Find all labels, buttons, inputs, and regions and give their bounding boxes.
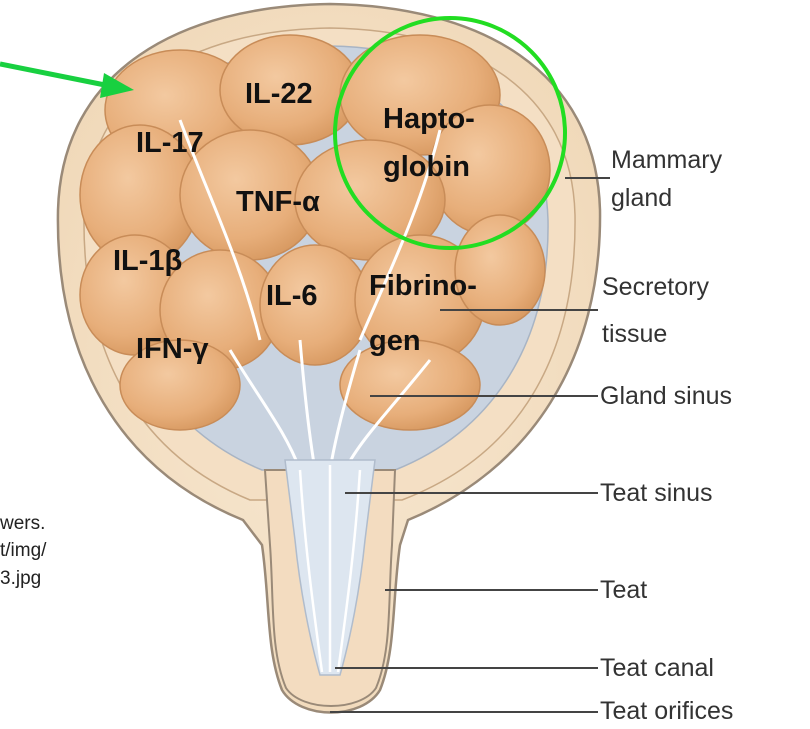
- label-teat-canal: Teat canal: [600, 654, 714, 682]
- label-gland-sinus: Gland sinus: [600, 382, 732, 410]
- marker-haptoglobin-line2: globin: [383, 151, 470, 183]
- label-teat: Teat: [600, 576, 647, 604]
- source-line-3: 3.jpg: [0, 568, 41, 589]
- pointer-arrow: [0, 64, 134, 98]
- label-mammary-gland-line1: Mammary: [611, 146, 723, 174]
- label-teat-sinus: Teat sinus: [600, 479, 713, 507]
- marker-il22: IL-22: [245, 78, 313, 110]
- source-line-1: wers.: [0, 513, 45, 534]
- marker-haptoglobin-line1: Hapto-: [383, 103, 475, 135]
- marker-tnfa: TNF-α: [236, 186, 320, 218]
- marker-fibrinogen-line2: gen: [369, 325, 421, 357]
- marker-il1b: IL-1β: [113, 245, 182, 277]
- marker-fibrinogen-line1: Fibrino-: [369, 270, 477, 302]
- marker-il17: IL-17: [136, 127, 204, 159]
- source-citation-fragment: wers. t/img/ 3.jpg: [0, 513, 47, 589]
- label-secretory-tissue-line1: Secretory: [602, 273, 709, 301]
- label-secretory-tissue-line2: tissue: [602, 320, 667, 348]
- source-line-2: t/img/: [0, 540, 47, 561]
- marker-ifng: IFN-γ: [136, 333, 209, 365]
- label-teat-orifices: Teat orifices: [600, 697, 733, 725]
- anatomy-labels: Mammary gland Secretory tissue Gland sin…: [600, 146, 733, 725]
- label-mammary-gland-line2: gland: [611, 184, 672, 212]
- marker-il6: IL-6: [266, 280, 318, 312]
